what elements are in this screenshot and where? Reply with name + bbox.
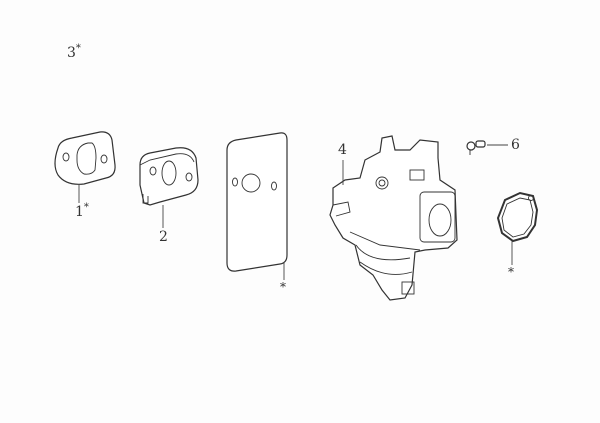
ring-gasket: [496, 191, 539, 265]
part-number-1: 1: [75, 204, 84, 220]
asterisk-mark: *: [75, 43, 81, 54]
gasket-large-mark: *: [280, 280, 286, 294]
part-label-1: 1*: [75, 202, 89, 220]
large-gasket: [226, 132, 288, 280]
part-number-3: 3: [67, 45, 76, 61]
part-label-4: 4: [338, 142, 347, 158]
part-label-3: 3*: [67, 43, 81, 61]
carburetor-part-4: [329, 135, 458, 301]
gasket-part-1: [54, 131, 116, 203]
part-label-2: 2: [159, 229, 168, 245]
spacer-part-2: [139, 147, 199, 228]
screw-part-6: [466, 140, 508, 155]
part-label-6: 6: [511, 137, 520, 153]
ring-gasket-mark: *: [508, 265, 514, 279]
asterisk-mark: *: [83, 202, 89, 213]
